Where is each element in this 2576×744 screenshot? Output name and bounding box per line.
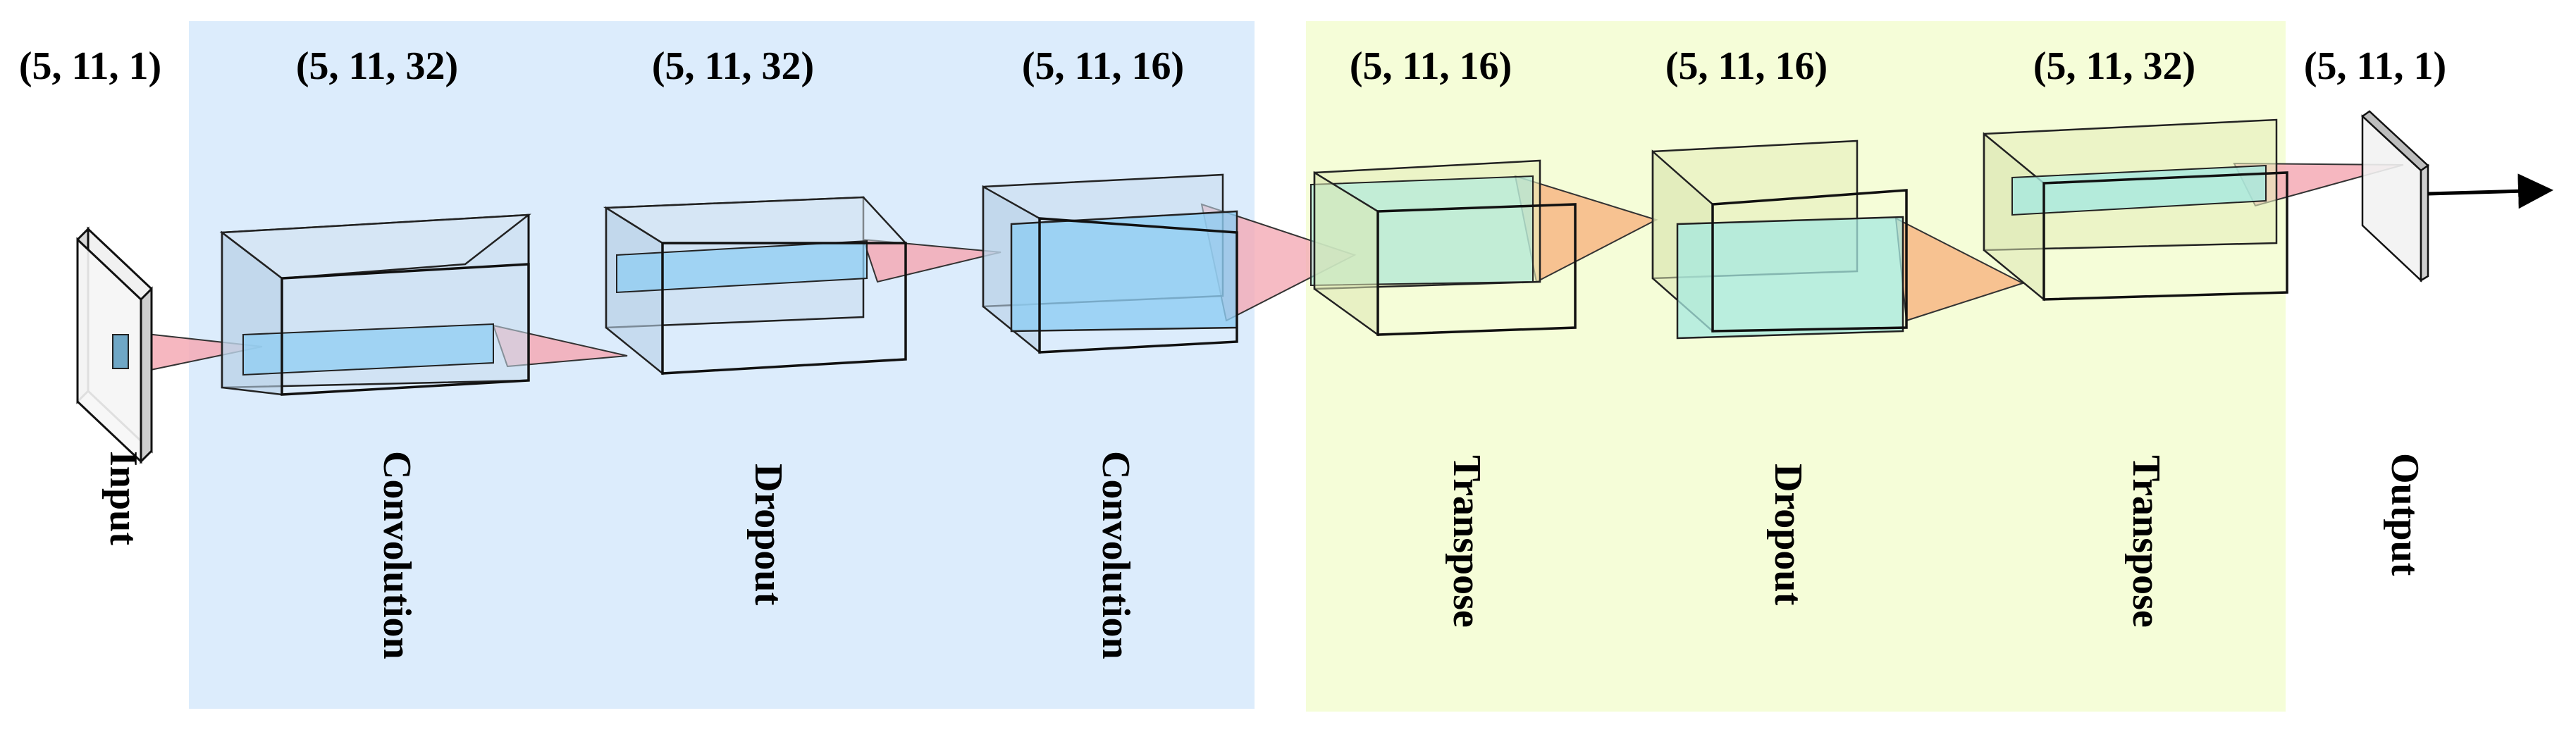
layer-name-convolution: Convolution <box>375 451 419 659</box>
layer-name-dropout: Dropout <box>1766 464 1810 606</box>
shape-label: (5, 11, 32) <box>652 44 814 88</box>
shape-label: (5, 11, 1) <box>19 44 161 88</box>
convolution-1-block <box>219 213 531 396</box>
shape-labels: (5, 11, 1) (5, 11, 32) (5, 11, 32) (5, 1… <box>19 44 2446 88</box>
layer-name-input: Input <box>101 451 145 545</box>
shape-label: (5, 11, 32) <box>296 44 458 88</box>
convolution-2-block <box>982 173 1238 354</box>
layer-name-output: Output <box>2383 453 2427 576</box>
dropout-2-block <box>1651 140 1908 340</box>
kernel-projection <box>862 238 1002 283</box>
shape-label: (5, 11, 1) <box>2304 44 2446 88</box>
output-arrow <box>2427 173 2553 209</box>
shape-label: (5, 11, 32) <box>2033 44 2195 88</box>
layer-name-transpose: Transpose <box>2124 455 2168 628</box>
layer-name-transpose: Transpose <box>1445 455 1489 628</box>
layer-name-convolution: Convolution <box>1094 451 1138 659</box>
input-layer-block <box>76 226 153 464</box>
shape-label: (5, 11, 16) <box>1665 44 1828 88</box>
transpose-2-block <box>1983 118 2288 302</box>
dropout-1-block <box>603 196 908 376</box>
output-layer-block <box>2361 110 2429 283</box>
shape-label: (5, 11, 16) <box>1022 44 1184 88</box>
transpose-1-block <box>1310 159 1577 337</box>
shape-label: (5, 11, 16) <box>1350 44 1512 88</box>
layer-name-dropout: Dropout <box>746 464 790 606</box>
layer-names: Input Convolution Dropout Convolution Tr… <box>101 451 2427 659</box>
